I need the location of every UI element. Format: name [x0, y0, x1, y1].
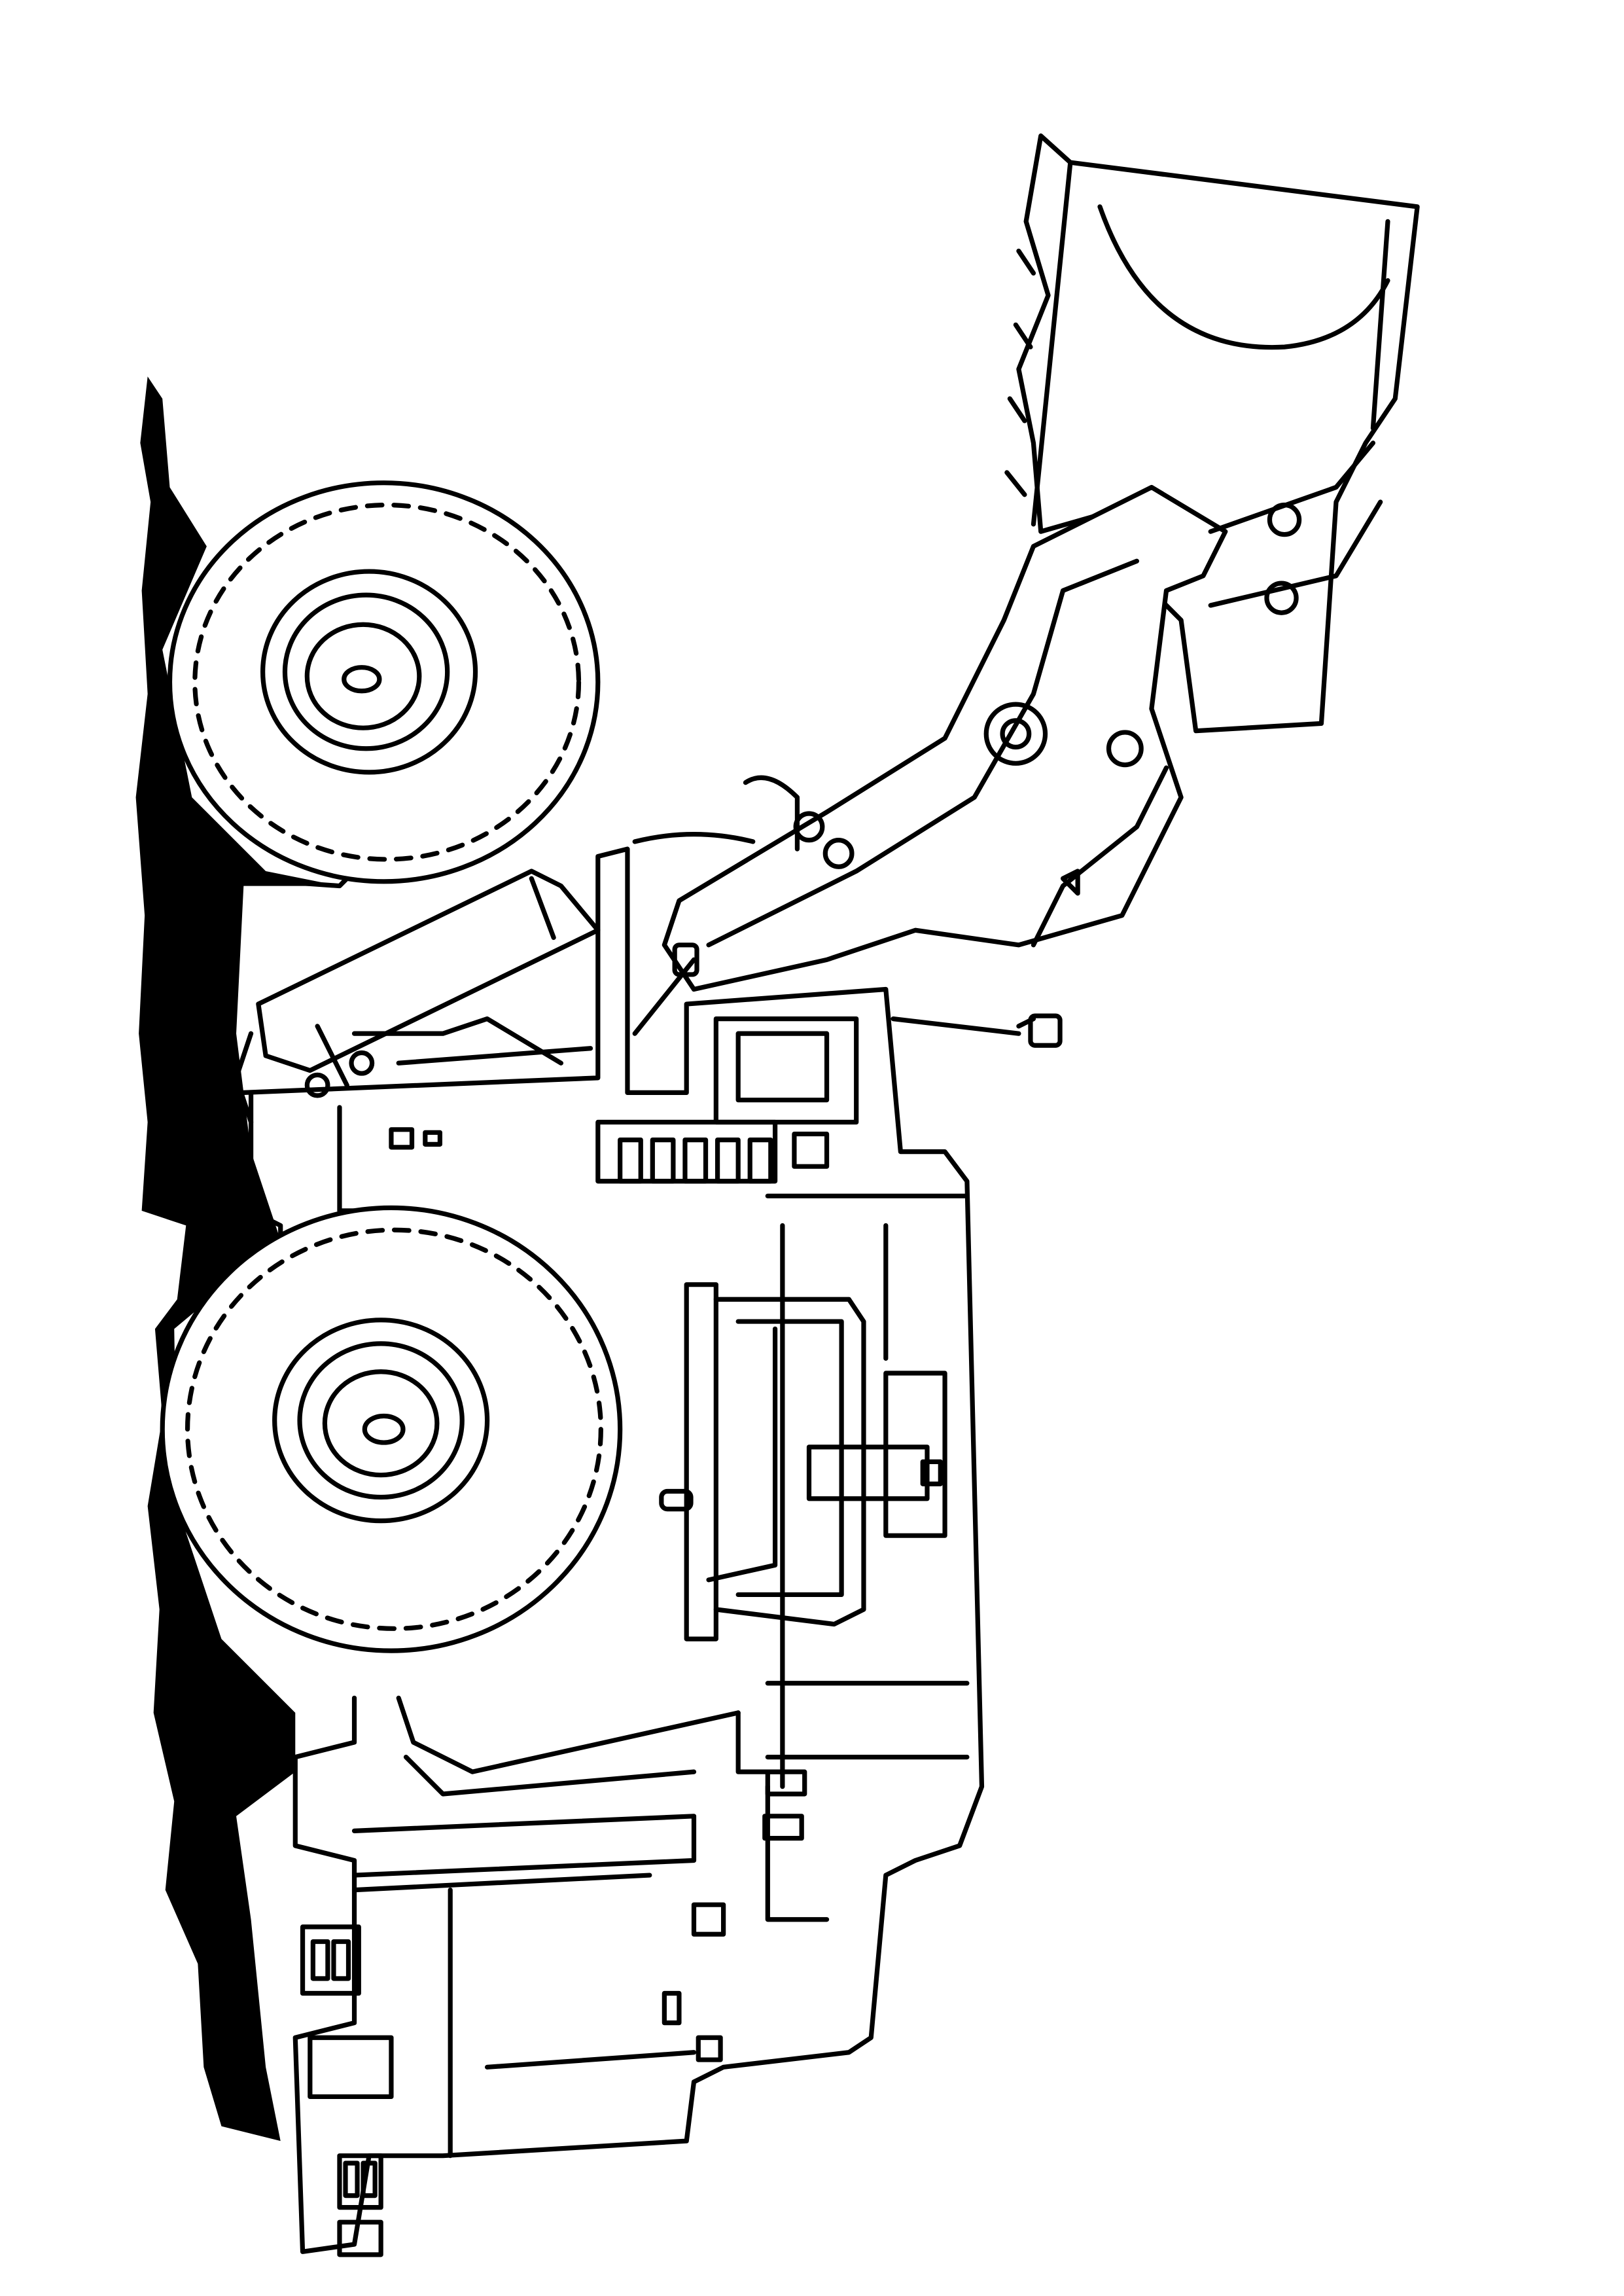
- front-wheel: [167, 480, 601, 884]
- ground-shadow: [135, 376, 340, 2142]
- lift-arm: [662, 440, 1383, 992]
- loader-body: [234, 832, 1063, 2257]
- rear-wheel: [160, 1205, 623, 1653]
